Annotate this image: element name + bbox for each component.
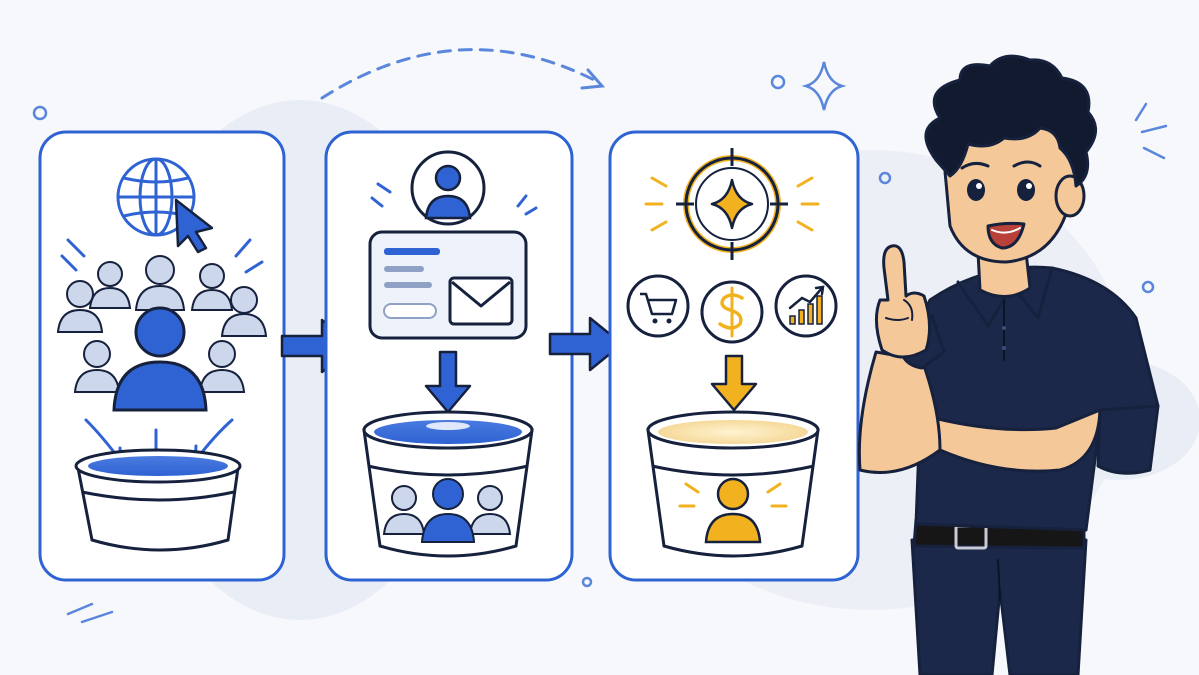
person-small-icon [468, 485, 512, 535]
sparkle-lines [370, 182, 538, 216]
cursor-icon [174, 198, 214, 254]
character-crossed-arm [932, 408, 1102, 473]
person-small-icon [190, 263, 234, 311]
envelope-icon [448, 276, 514, 326]
person-small-icon [73, 340, 121, 393]
decorations [32, 61, 1168, 624]
dot-decoration [878, 171, 892, 185]
sparkle-line [80, 610, 114, 624]
person-small-icon [88, 261, 132, 309]
arrow-right-icon [548, 316, 624, 372]
sparkle-icon [801, 61, 847, 111]
character-raised-arm [857, 350, 942, 474]
star-icon [710, 178, 754, 230]
globe-icon [116, 157, 196, 237]
character-pointing [857, 54, 1160, 675]
stage-panel-leads [324, 130, 574, 582]
character-hair [924, 54, 1097, 188]
person-small-icon [198, 340, 246, 393]
arrow-down-icon [710, 354, 758, 412]
person-small-icon [220, 286, 268, 337]
person-small-icon [134, 255, 186, 311]
person-small-icon [56, 280, 104, 333]
dot-decoration [1141, 280, 1155, 294]
crowd-icon [56, 255, 268, 393]
sparkle-line [1140, 124, 1168, 134]
sparkle-lines [678, 482, 788, 508]
arrow-down-icon [424, 350, 472, 414]
cart-icon [626, 274, 690, 338]
sparkle-line [1134, 102, 1148, 122]
character-head [924, 54, 1097, 264]
sparkle-line [1142, 146, 1166, 160]
stage-panel-traffic [38, 130, 286, 582]
pointing-hand-icon [875, 244, 931, 359]
sparkle-line [66, 602, 94, 616]
growth-chart-icon [774, 274, 838, 338]
dashed-curve-arrow [320, 48, 606, 100]
dollar-icon [700, 280, 764, 344]
dot-decoration [32, 105, 48, 121]
avatar-icon [410, 150, 486, 226]
person-icon [420, 478, 476, 543]
character-pants [910, 538, 1088, 675]
crowd-icon [382, 478, 512, 543]
sparkle-lines [644, 176, 820, 232]
bucket-icon [74, 448, 242, 552]
stage-panel-customers [608, 130, 860, 582]
dot-decoration [770, 74, 786, 90]
person-small-icon [382, 485, 426, 535]
person-icon [112, 306, 208, 412]
dot-decoration [581, 576, 593, 588]
person-icon [704, 477, 762, 544]
